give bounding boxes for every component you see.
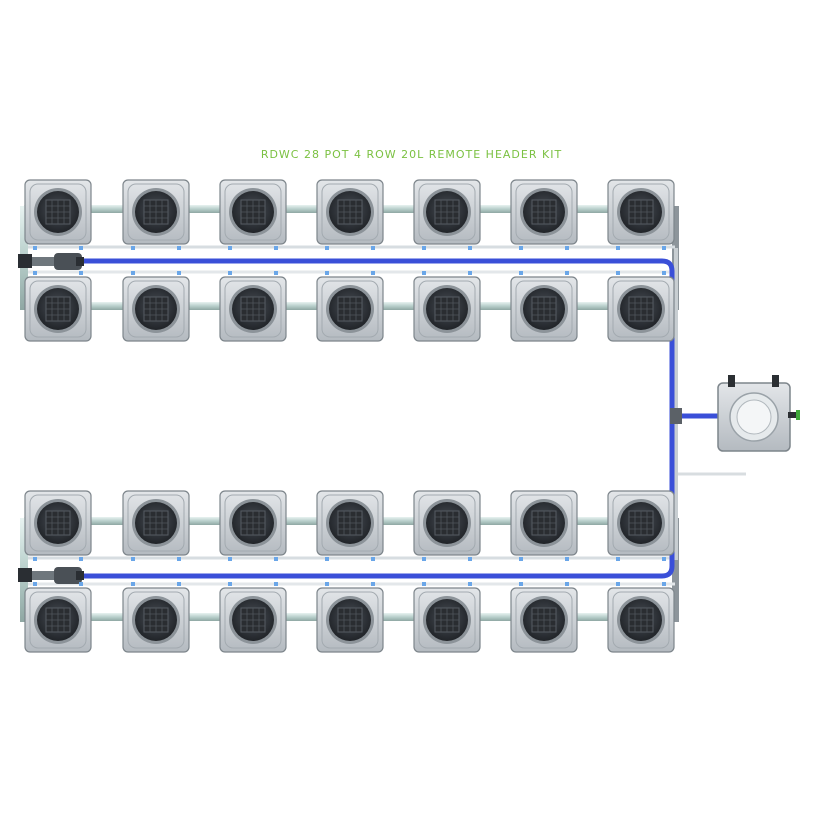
pot-icon bbox=[607, 179, 675, 250]
pot-icon bbox=[510, 271, 578, 342]
pot-icon bbox=[122, 179, 190, 250]
pot-icon bbox=[24, 490, 92, 561]
plumbing bbox=[18, 205, 800, 622]
pot-icon bbox=[122, 271, 190, 342]
diagram-title: RDWC 28 POT 4 ROW 20L REMOTE HEADER KIT bbox=[260, 148, 563, 161]
pot-icon bbox=[316, 582, 384, 653]
pot-icon bbox=[413, 582, 481, 653]
pot-icon bbox=[24, 582, 92, 653]
pot-icon bbox=[413, 490, 481, 561]
pot-icon bbox=[219, 582, 287, 653]
pot-icon bbox=[219, 271, 287, 342]
pot-icon bbox=[122, 582, 190, 653]
pot-icon bbox=[316, 179, 384, 250]
pot-icon bbox=[24, 179, 92, 250]
pot-icon bbox=[219, 490, 287, 561]
pot-icon bbox=[413, 179, 481, 250]
pot-icon bbox=[316, 271, 384, 342]
pot-icon bbox=[24, 271, 92, 342]
pot-icon bbox=[219, 179, 287, 250]
pot-icon bbox=[122, 490, 190, 561]
pots-group bbox=[24, 179, 675, 653]
pot-icon bbox=[510, 490, 578, 561]
valve-icon bbox=[18, 253, 84, 270]
pot-icon bbox=[316, 490, 384, 561]
pot-icon bbox=[607, 490, 675, 561]
header-tank-icon bbox=[717, 375, 800, 452]
pot-icon bbox=[607, 271, 675, 342]
pot-icon bbox=[607, 582, 675, 653]
pot-icon bbox=[510, 582, 578, 653]
pot-icon bbox=[510, 179, 578, 250]
valve-icon bbox=[18, 567, 84, 584]
tee-fitting bbox=[670, 408, 682, 424]
pot-icon bbox=[413, 271, 481, 342]
right-vertical-pipe-bottom bbox=[672, 518, 679, 622]
